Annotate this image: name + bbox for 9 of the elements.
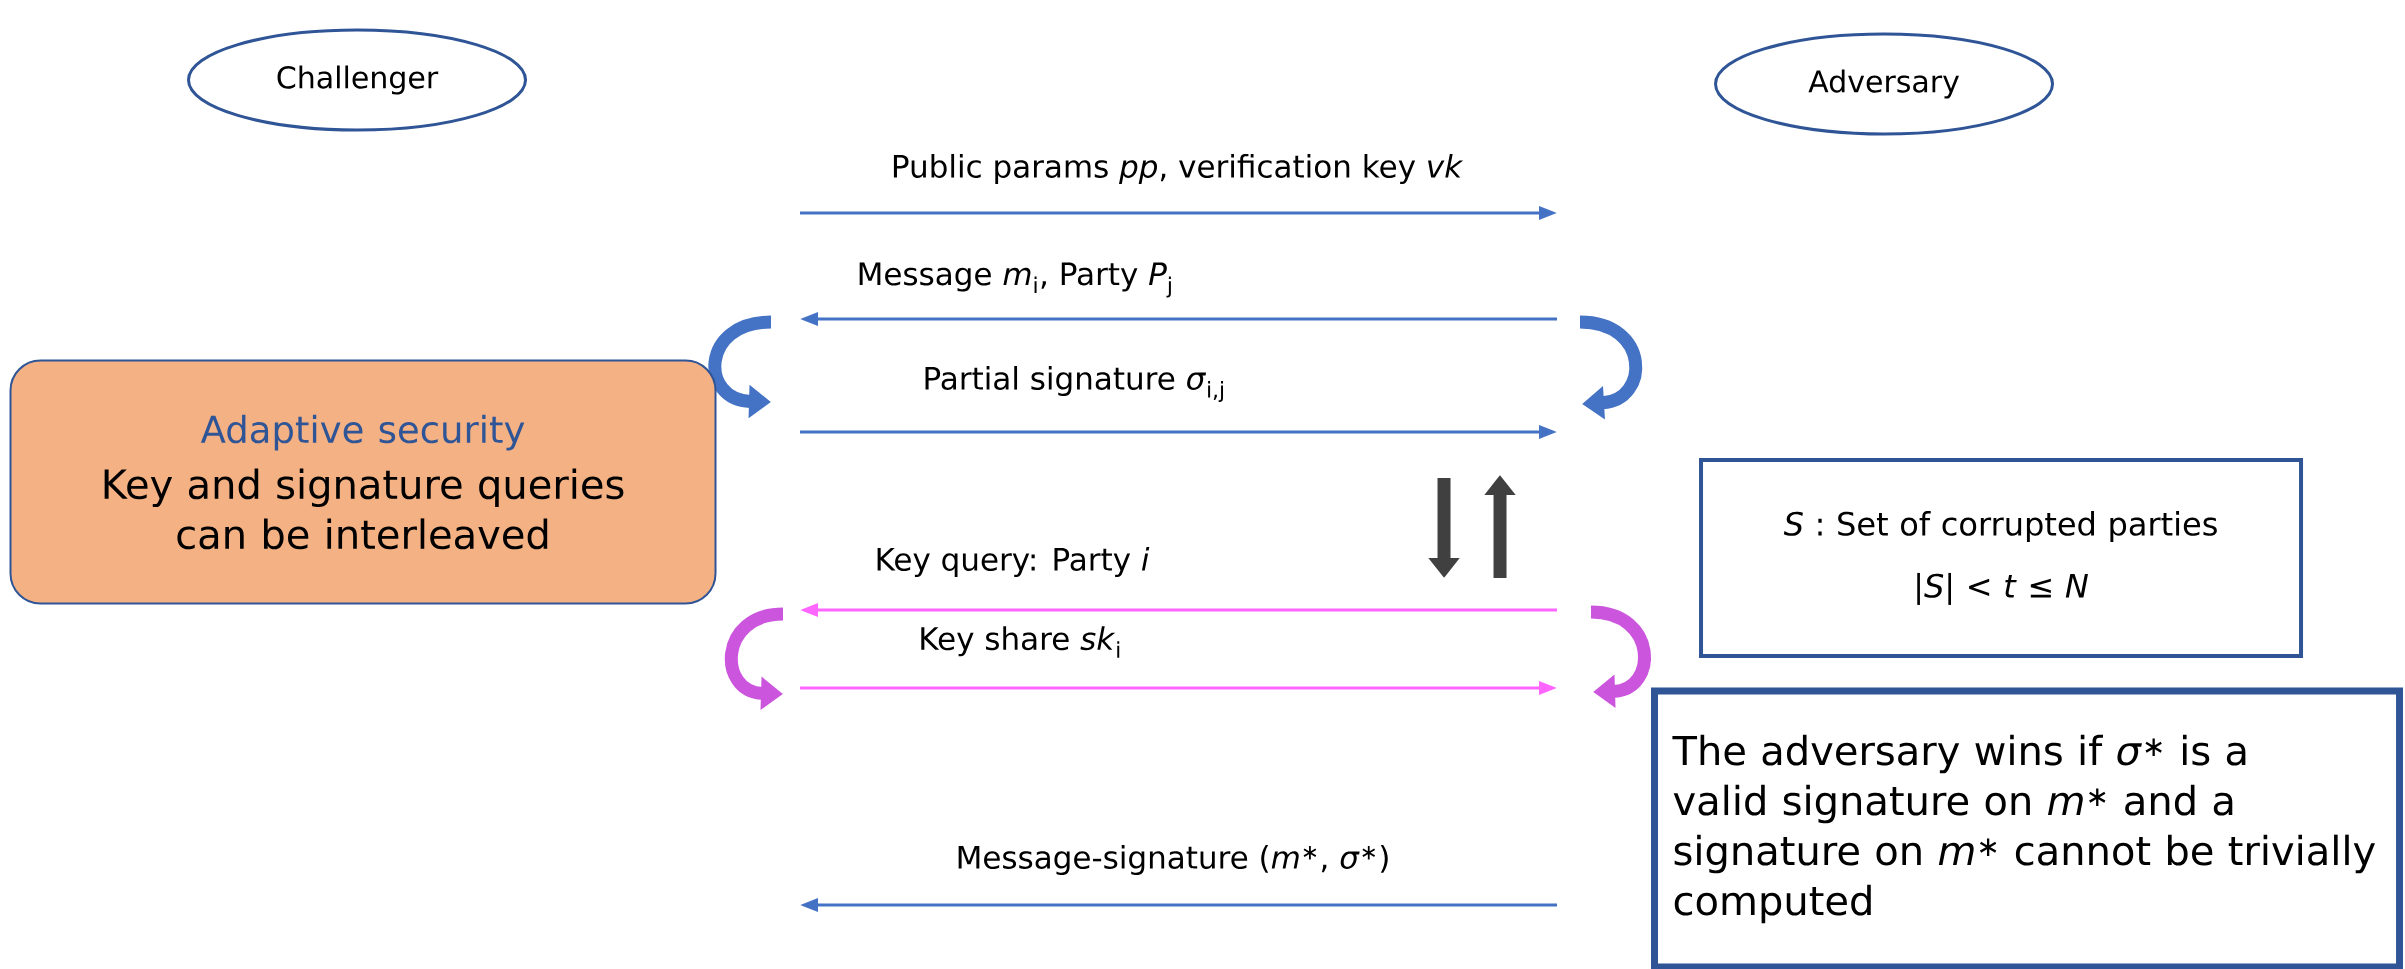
message-label: Key query: Party i: [877, 547, 1150, 577]
condition-box: The adversary wins if σ$^{∗}$ is a valid signature on m$^{∗}$ and a signature on m$^{∗}$ cannot be trivially computed: [1651, 687, 2404, 969]
message-label: Partial signature σ$_{i,j}$: [925, 366, 1223, 402]
definition-box: S : Set of corrupted parties |S| < t ≤ N: [1699, 458, 2304, 658]
note-card: Adaptive security Key and signature queries can be interleaved: [9, 359, 717, 605]
message-label: Message m$_{i}$, Party P$_{j}$: [859, 262, 1171, 298]
message-label: Key share sk$_{i}$: [921, 626, 1120, 658]
message-label: Public params pp, verification key vk: [893, 154, 1464, 184]
message-label: Message-signature (m$^{∗}$, σ$^{∗}$): [958, 845, 1388, 875]
